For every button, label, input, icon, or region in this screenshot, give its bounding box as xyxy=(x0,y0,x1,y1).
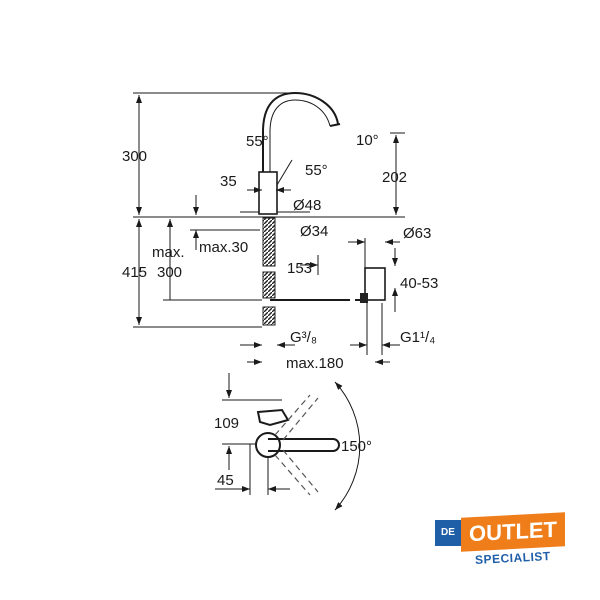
label-max-thickness: max.30 xyxy=(199,239,248,256)
label-max: max. xyxy=(152,244,185,261)
reference-lines xyxy=(133,92,405,328)
drain-side xyxy=(240,238,400,365)
label-spout-tilt: 10° xyxy=(356,132,379,149)
label-lever-depth: 109 xyxy=(214,415,239,432)
label-drain-range: 40-53 xyxy=(400,275,438,292)
label-drain-thread: G1¹/₄ xyxy=(400,329,435,346)
label-drain-diameter: Ø63 xyxy=(403,225,431,242)
label-spout-angle-right: 55° xyxy=(305,162,328,179)
de-outlet-specialist-logo: DE OUTLET SPECIALIST xyxy=(435,512,570,572)
label-offset: 45 xyxy=(217,472,234,489)
label-swivel-angle: 150° xyxy=(341,438,372,455)
label-below-height: 300 xyxy=(157,264,182,281)
label-lever-offset: 35 xyxy=(220,173,237,190)
faucet-top-view xyxy=(215,373,361,511)
logo-name: OUTLET xyxy=(461,512,565,552)
label-supply-thread: G³/₈ xyxy=(290,329,317,346)
label-mount-diameter: Ø34 xyxy=(300,223,328,240)
faucet-side xyxy=(240,91,365,326)
label-spout-angle-left: 55° xyxy=(246,133,269,150)
label-body-diameter: Ø48 xyxy=(293,197,321,214)
label-max-spread: max.180 xyxy=(286,355,344,372)
label-height-top: 300 xyxy=(122,148,147,165)
dimension-labels: 300 55° 10° 55° 202 35 Ø48 Ø34 Ø63 max. … xyxy=(122,132,438,489)
label-spout-height: 202 xyxy=(382,169,407,186)
logo-tagline: SPECIALIST xyxy=(474,549,552,567)
label-rod-length: 153 xyxy=(287,260,312,277)
logo-prefix: DE xyxy=(435,520,461,546)
label-total-height: 415 xyxy=(122,264,147,281)
